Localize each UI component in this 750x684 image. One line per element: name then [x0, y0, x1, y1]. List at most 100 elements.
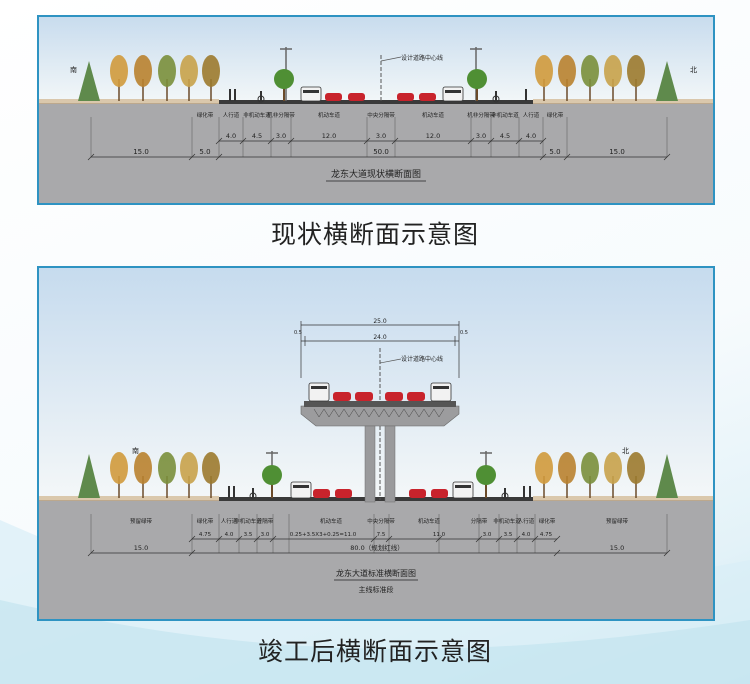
tree	[627, 452, 645, 498]
top-dim-total: 25.0	[373, 318, 387, 325]
lane-width: 4.0	[225, 532, 234, 538]
lane-width: 4.5	[500, 132, 510, 140]
tree	[604, 452, 622, 498]
figure-title: 龙东大道现状横断面图	[331, 168, 421, 180]
lane-label: 机动车道	[422, 111, 445, 119]
tree-row-right	[535, 452, 678, 498]
tree	[180, 55, 198, 101]
tree	[134, 452, 152, 498]
current-section-panel: 设计道路中心线 南 北 绿化带人行道非机动车道机非分隔带机动车道中央分隔带机动车…	[37, 15, 715, 205]
dimension-annotations: 绿化带人行道非机动车道机非分隔带机动车道中央分隔带机动车道机非分隔带非机动车道人…	[87, 111, 671, 161]
centerline-label: 设计道路中心线	[401, 355, 443, 363]
lane-width: 11.0	[433, 532, 446, 538]
tree	[581, 55, 599, 101]
side-right-label: 北	[690, 66, 697, 74]
lane-width: 7.5	[377, 532, 386, 538]
top-dim-left-edge: 0.5	[294, 330, 302, 336]
total-width: 15.0	[609, 148, 625, 156]
completed-section-panel: 25.0 24.0 0.5 0.5 设计道路中心线	[37, 266, 715, 621]
top-dim-inner: 24.0	[373, 334, 387, 341]
figure-title: 龙东大道标准横断面图	[336, 568, 416, 578]
tree	[627, 55, 645, 101]
figure-subtitle: 主线标准段	[359, 585, 394, 594]
total-width: 80.0（规划红线）	[350, 543, 403, 552]
tree	[535, 452, 553, 498]
lane-label: 非机动车道	[243, 111, 271, 119]
lane-label: 人行道	[223, 111, 240, 119]
lane-width: 3.0	[483, 532, 492, 538]
elevated-viaduct	[300, 382, 460, 503]
lane-width: 4.0	[226, 132, 236, 140]
lane-width: 3.0	[261, 532, 270, 538]
lane-label: 分隔带	[257, 517, 274, 525]
total-width: 15.0	[610, 544, 624, 552]
lane-label: 预留绿带	[130, 517, 153, 525]
pedestrians	[229, 89, 527, 103]
lane-label: 人行道	[221, 517, 238, 525]
tree-row-left	[78, 452, 220, 498]
tree	[180, 452, 198, 498]
lane-label: 机非分隔带	[467, 111, 495, 119]
dimension-annotations: 预留绿带绿化带人行道非机动车道分隔带机动车道中央分隔带机动车道分隔带非机动车道人…	[87, 514, 671, 557]
tree	[535, 55, 553, 101]
total-width: 5.0	[549, 148, 560, 156]
lane-width: 4.5	[252, 132, 262, 140]
total-width: 15.0	[133, 148, 149, 156]
lane-label: 非机动车道	[234, 517, 262, 525]
lane-width: 3.0	[276, 132, 286, 140]
current-section-caption: 现状横断面示意图	[270, 220, 479, 249]
lane-label: 绿化带	[547, 111, 564, 119]
total-width: 50.0	[373, 148, 389, 156]
lane-label: 机动车道	[418, 517, 441, 525]
tree-row-right	[535, 55, 678, 101]
tree	[604, 55, 622, 101]
tree	[110, 452, 128, 498]
lane-width: 4.75	[540, 532, 553, 538]
tree	[134, 55, 152, 101]
tree-row-left	[78, 55, 220, 101]
lane-width: 12.0	[322, 132, 336, 140]
lane-width: 12.0	[426, 132, 440, 140]
tree	[202, 55, 220, 101]
vehicles	[300, 86, 464, 102]
lane-label: 绿化带	[197, 111, 214, 119]
centerline-label: 设计道路中心线	[401, 54, 443, 62]
conifer-tree	[78, 454, 100, 498]
lane-label: 非机动车道	[491, 111, 519, 119]
total-width: 5.0	[199, 148, 210, 156]
conifer-tree	[78, 61, 100, 101]
tree	[158, 452, 176, 498]
top-dimension	[300, 321, 460, 378]
side-right-label: 北	[622, 447, 629, 455]
lane-label: 中央分隔带	[367, 111, 395, 119]
tree	[202, 452, 220, 498]
lane-width: 4.75	[199, 532, 212, 538]
completed-section-caption: 竣工后横断面示意图	[257, 637, 492, 666]
lane-label: 预留绿带	[606, 517, 629, 525]
median-tree-right	[467, 69, 487, 101]
median-tree-right	[476, 465, 496, 498]
top-dim-right-edge: 0.5	[460, 330, 468, 336]
lane-label: 非机动车道	[493, 517, 521, 525]
ground	[39, 103, 713, 203]
lane-label: 中央分隔带	[367, 517, 395, 525]
lane-label: 机动车道	[318, 111, 341, 119]
sky	[39, 17, 713, 103]
total-width: 15.0	[134, 544, 148, 552]
side-left-label: 南	[132, 446, 139, 455]
conifer-tree	[656, 61, 678, 101]
lane-width: 4.0	[526, 132, 536, 140]
pedestrians	[228, 486, 531, 500]
tree	[110, 55, 128, 101]
tree	[558, 55, 576, 101]
lane-width: 4.0	[522, 532, 531, 538]
ground-vehicles	[290, 481, 474, 499]
ground	[39, 500, 713, 619]
lane-label: 绿化带	[197, 517, 214, 525]
lane-label: 机动车道	[320, 517, 343, 525]
tree	[158, 55, 176, 101]
median-tree-left	[262, 465, 282, 498]
lane-width: 3.5	[504, 532, 513, 538]
lane-label: 分隔带	[471, 517, 488, 525]
